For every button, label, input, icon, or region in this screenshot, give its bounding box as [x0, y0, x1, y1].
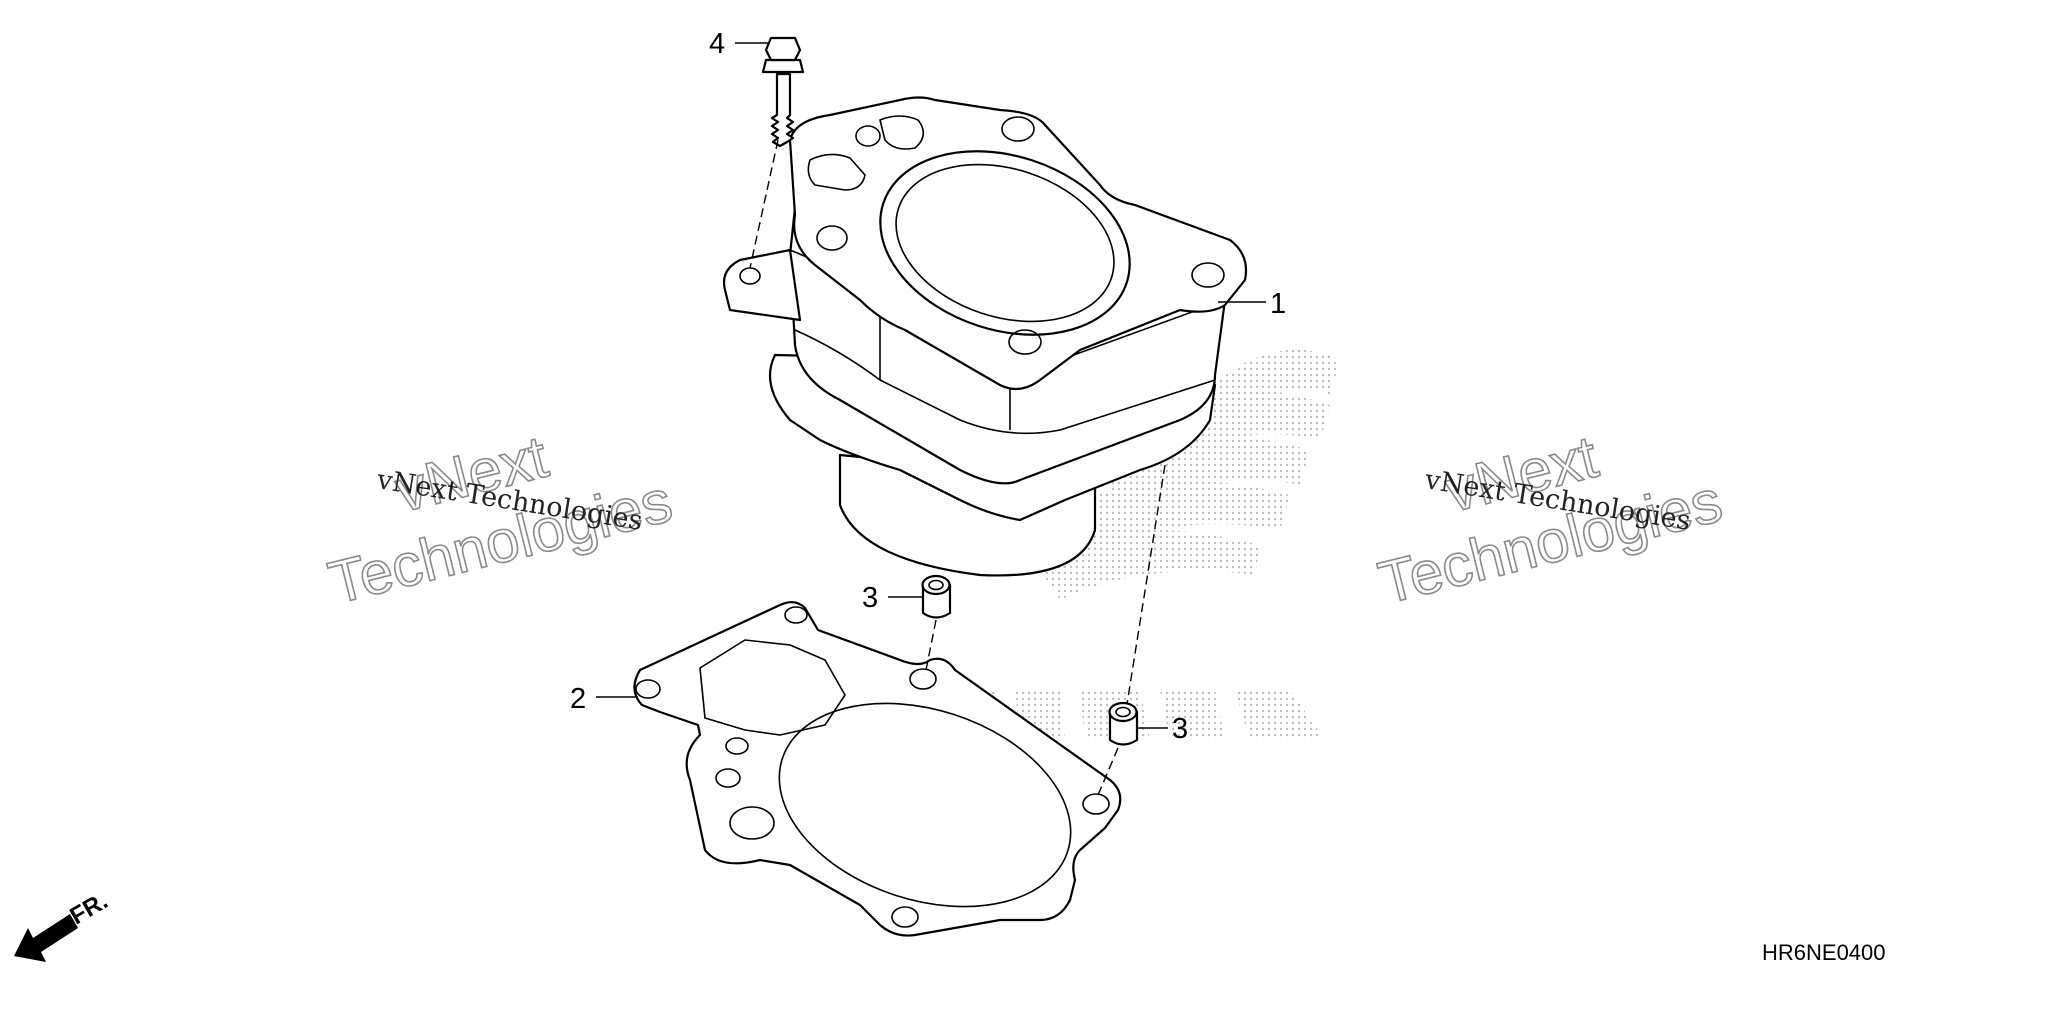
watermark-right: vNext Technologies vNext Technologies [1371, 422, 1729, 618]
front-arrow-icon [14, 914, 78, 962]
assembly-line-bolt [749, 139, 779, 269]
diagram-code: HR6NE0400 [1762, 940, 1886, 965]
flange-bolt [761, 36, 805, 148]
assembly-line-pin-upper [924, 619, 937, 676]
assembly-line-gasket [1097, 747, 1119, 796]
cylinder-block [722, 96, 1248, 577]
dowel-pin-lower [1108, 701, 1139, 746]
callout-4: 4 [709, 28, 725, 60]
callout-3-upper: 3 [862, 582, 878, 614]
callout-2: 2 [570, 683, 586, 715]
front-indicator: FR. [14, 887, 112, 962]
callout-3-lower: 3 [1172, 713, 1188, 745]
callout-1: 1 [1270, 288, 1286, 320]
assembly-line-pin-lower [1126, 464, 1166, 705]
dowel-pin-upper [921, 574, 952, 619]
watermark-left: vNext Technologies vNext Technologies [321, 422, 679, 618]
cylinder-gasket [633, 601, 1122, 937]
